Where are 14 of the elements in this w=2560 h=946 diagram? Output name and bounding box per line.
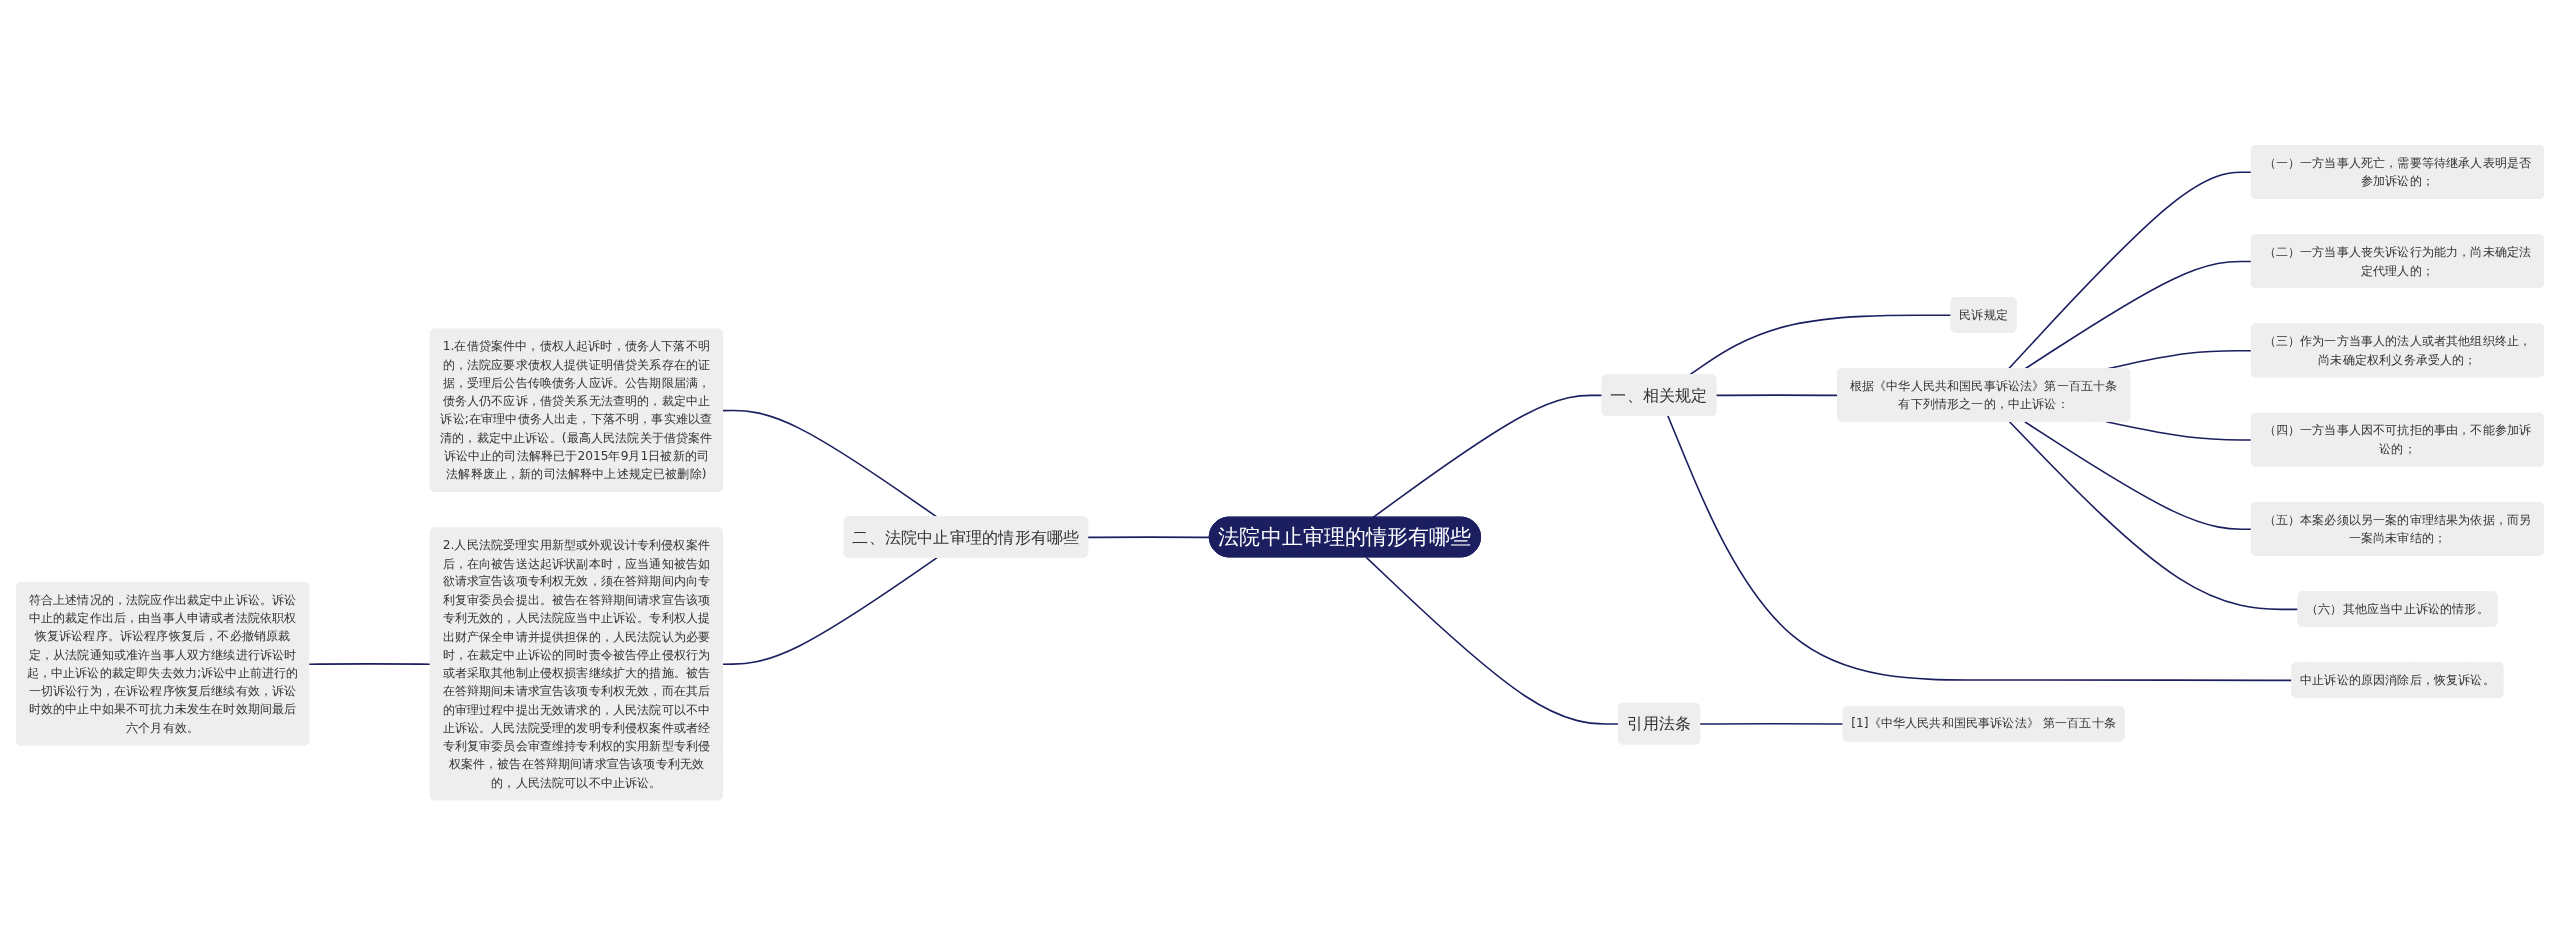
connector xyxy=(1715,394,1839,397)
connector xyxy=(2008,421,2300,611)
connector xyxy=(2023,261,2253,371)
connector xyxy=(2007,171,2253,371)
connector xyxy=(1688,314,1953,377)
connector xyxy=(1087,536,1211,539)
connector xyxy=(1699,723,1845,726)
connector xyxy=(308,663,432,666)
connector xyxy=(2023,421,2253,531)
connector xyxy=(722,410,938,519)
connector xyxy=(1372,394,1604,519)
connector xyxy=(2105,421,2253,442)
connector xyxy=(1365,556,1620,726)
connector xyxy=(722,557,938,666)
